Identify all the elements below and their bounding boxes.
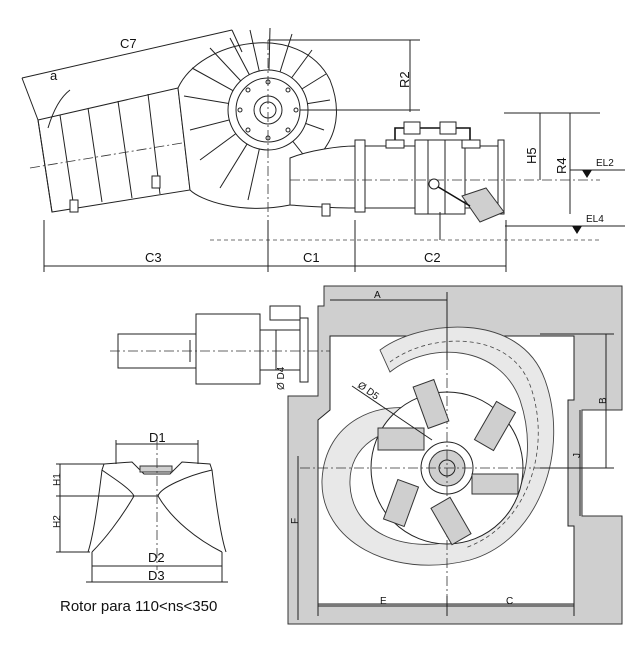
side-view: C7 a R2 H5 R4 EL2: [21, 27, 625, 272]
label-plan-f: F: [290, 518, 301, 524]
dim-r4: R4: [554, 113, 571, 214]
label-a: a: [50, 68, 58, 83]
dim-angle-a: a: [47, 68, 71, 129]
dim-d3: D3: [86, 568, 228, 583]
label-plan-e: E: [380, 596, 387, 607]
runner-caption: Rotor para 110<ns<350: [60, 598, 217, 615]
label-plan-d4: Ø D4: [276, 366, 287, 390]
label-d3: D3: [148, 568, 165, 583]
dim-b: B: [540, 333, 614, 469]
runner-profile: [87, 440, 227, 570]
label-r4: R4: [554, 157, 569, 174]
intake-duct: [29, 87, 201, 213]
label-c2: C2: [424, 250, 441, 265]
label-c3: C3: [145, 250, 162, 265]
dim-d4: Ø D4: [275, 330, 287, 390]
dim-d2: D2: [91, 550, 223, 582]
label-plan-a: A: [374, 290, 381, 301]
inlet-pipe-plan: [110, 305, 330, 385]
outlet-pipe: [289, 121, 600, 240]
label-h5: H5: [524, 147, 539, 164]
dim-h5: H5: [504, 112, 600, 180]
dim-f: F: [290, 456, 301, 620]
label-el2: EL2: [596, 158, 614, 169]
label-plan-c: C: [506, 596, 513, 607]
label-h2: H2: [52, 515, 63, 528]
label-plan-b: B: [598, 397, 609, 404]
dim-chain-bottom: C3 C1 C2: [43, 220, 507, 272]
label-r2: R2: [397, 71, 412, 88]
label-h1: H1: [52, 473, 63, 486]
dim-r2: R2: [268, 39, 420, 112]
dim-j: J: [572, 410, 583, 516]
dim-a: A: [330, 290, 448, 360]
elev-el4: EL4: [505, 214, 625, 234]
spiral-casing: [177, 27, 337, 260]
plan-view: A B J F E C Ø D4 Ø D5: [110, 285, 623, 625]
elev-el2: EL2: [570, 158, 625, 178]
label-el4: EL4: [586, 214, 604, 225]
dim-d1: D1: [115, 430, 199, 464]
label-d2: D2: [148, 550, 165, 565]
dim-h1-h2: H1 H2: [52, 463, 134, 553]
injectors: [377, 378, 519, 546]
label-c7: C7: [120, 36, 137, 51]
label-c1: C1: [303, 250, 320, 265]
dim-c7: C7: [21, 29, 243, 121]
label-d1: D1: [149, 430, 166, 445]
runner-view: D1 H1 H2 D2 D3 Rotor para 110<ns<350: [52, 430, 228, 615]
label-plan-j: J: [572, 453, 583, 458]
dim-e-c: E C: [317, 596, 575, 616]
